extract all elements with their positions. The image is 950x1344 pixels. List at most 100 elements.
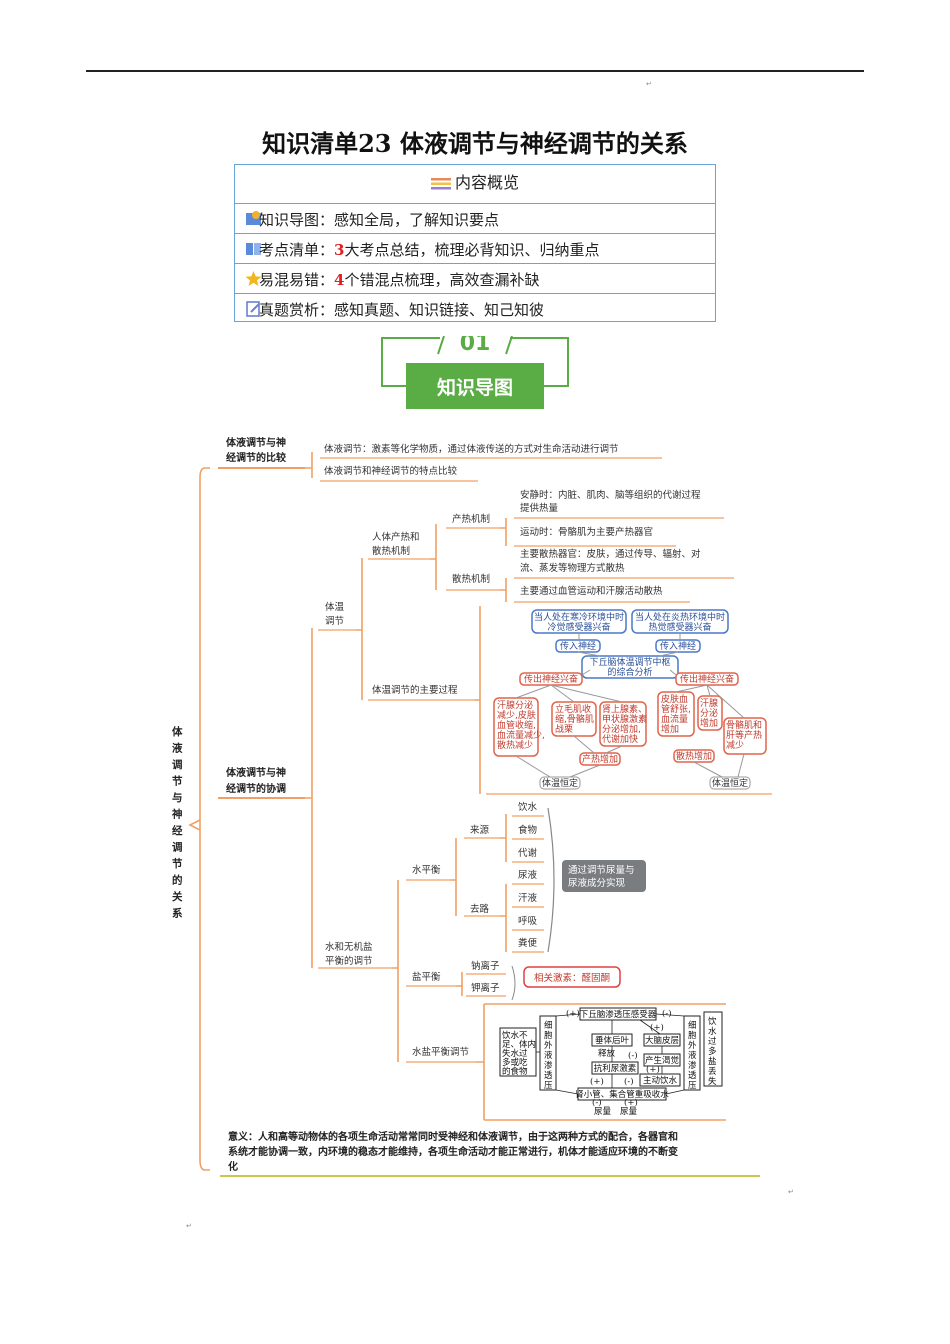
prod-label: 产热机制	[452, 513, 490, 525]
prod-item-0b: 提供热量	[520, 502, 559, 514]
svg-text:(+): (+)	[566, 1008, 580, 1019]
svg-text:大脑皮层: 大脑皮层	[645, 1035, 679, 1046]
svg-text:透: 透	[544, 1070, 553, 1081]
svg-text:传入神经: 传入神经	[660, 640, 696, 652]
svg-text:尿液成分实现: 尿液成分实现	[568, 877, 626, 889]
b2-label-2: 经调节的协调	[226, 782, 286, 795]
b1-item-1: 体液调节和神经调节的特点比较	[324, 465, 458, 477]
loss-item-0a: 主要散热器官：皮肤，通过传导、辐射、对	[520, 548, 701, 560]
prod-item-1: 运动时：骨骼肌为主要产热器官	[520, 526, 653, 538]
svg-text:增加: 增加	[661, 723, 679, 735]
pencil-icon	[246, 301, 260, 317]
svg-text:饮水不: 饮水不	[502, 1030, 528, 1041]
meaning-text: 意义：人和高等动物体的各项生命活动常常同时受神经和体液调节，由于这两种方式的配合…	[228, 1130, 678, 1173]
svg-text:(-): (-)	[662, 1008, 672, 1019]
svg-text:饮水: 饮水	[518, 801, 538, 813]
loss-item-0b: 流、蒸发等物理方式散热	[520, 562, 625, 574]
svg-text:释放: 释放	[598, 1048, 616, 1059]
svg-text:减少,皮肤: 减少,皮肤	[497, 709, 536, 721]
svg-text:粪便: 粪便	[518, 937, 538, 949]
section-label: 知识导图	[437, 376, 513, 399]
svg-text:主动饮水: 主动饮水	[643, 1075, 678, 1086]
svg-text:肾上腺素、: 肾上腺素、	[602, 703, 647, 715]
svg-text:饮: 饮	[708, 1016, 717, 1027]
loss-item-1: 主要通过血管运动和汗腺活动散热	[520, 585, 663, 597]
mind-map: 体液调节与神经调节的关系 体液调节与神 经调节的比较 体液调节：激素等化学物质，…	[172, 436, 772, 1177]
svg-text:下丘脑体温调节中枢: 下丘脑体温调节中枢	[589, 656, 670, 668]
svg-text:肝等产热: 肝等产热	[726, 729, 762, 741]
overview-header-label: 内容概览	[454, 173, 519, 192]
water-label-2: 平衡的调节	[325, 955, 373, 967]
svg-text:透: 透	[688, 1070, 697, 1081]
svg-text:冷觉感受器兴奋: 冷觉感受器兴奋	[547, 621, 610, 633]
svg-text:血管收缩,: 血管收缩,	[497, 719, 536, 731]
svg-text:液: 液	[544, 1050, 553, 1061]
svg-text:代谢: 代谢	[518, 847, 538, 859]
root-label: 体液调节与神经调节的关系	[172, 725, 183, 920]
map-icon	[246, 211, 261, 225]
svg-text:产热增加: 产热增加	[582, 753, 618, 765]
svg-text:血流量减少,: 血流量减少,	[497, 729, 545, 741]
svg-text:减少: 减少	[726, 739, 744, 751]
svg-text:尿量: 尿量	[594, 1107, 612, 1117]
svg-text:相关激素：醛固酮: 相关激素：醛固酮	[534, 972, 610, 984]
svg-text:化: 化	[228, 1160, 238, 1173]
footnote-mark: ↵	[646, 80, 652, 88]
svg-text:代谢加快: 代谢加快	[602, 733, 638, 745]
footnote-mark-3: ↵	[186, 1222, 192, 1230]
svg-text:系统才能协调一致，内环境的稳态才能维持，各项生命活动才能正常: 系统才能协调一致，内环境的稳态才能维持，各项生命活动才能正常进行，机体才能适应环…	[228, 1145, 678, 1158]
section-number: 01	[460, 336, 491, 356]
footnote-mark-2: ↵	[788, 1188, 794, 1196]
b1-label-2: 经调节的比较	[226, 451, 286, 464]
svg-text:汗液: 汗液	[518, 892, 538, 904]
svg-text:足、体内: 足、体内	[502, 1039, 536, 1050]
svg-text:(+): (+)	[650, 1022, 664, 1033]
svg-text:散热减少: 散热减少	[497, 739, 533, 751]
svg-text:尿液: 尿液	[518, 869, 538, 881]
svg-text:多: 多	[708, 1046, 717, 1057]
svg-text:细: 细	[544, 1020, 553, 1031]
svg-text:产生渴觉: 产生渴觉	[645, 1055, 680, 1066]
svg-text:胞: 胞	[688, 1030, 697, 1041]
svg-text:失水过: 失水过	[502, 1048, 528, 1059]
svg-text:(+): (+)	[590, 1076, 604, 1087]
svg-text:食物: 食物	[518, 824, 538, 836]
star-icon	[245, 271, 262, 286]
svg-text:缩,骨骼肌: 缩,骨骼肌	[555, 713, 594, 725]
svg-text:意义：人和高等动物体的各项生命活动常常同时受神经和体液调节，: 意义：人和高等动物体的各项生命活动常常同时受神经和体液调节，由于这两种方式的配合…	[228, 1130, 678, 1143]
svg-text:分泌增加,: 分泌增加,	[602, 723, 641, 735]
svg-text:尿量: 尿量	[620, 1107, 638, 1117]
svg-text:战栗: 战栗	[555, 724, 573, 735]
heat-label-1: 人体产热和	[372, 531, 420, 543]
svg-text:水: 水	[708, 1026, 717, 1037]
wb-label: 水平衡	[412, 864, 441, 876]
svg-text:体温恒定: 体温恒定	[712, 777, 748, 789]
svg-text:外: 外	[688, 1040, 697, 1051]
svg-text:(-): (-)	[592, 1097, 602, 1108]
prod-item-0a: 安静时：内脏、肌肉、脑等组织的代谢过程	[520, 489, 701, 501]
svg-text:钾离子: 钾离子	[471, 982, 500, 994]
svg-text:钠离子: 钠离子	[471, 960, 500, 972]
section-badge: 01 知识导图	[381, 336, 569, 409]
loss-label: 散热机制	[452, 573, 490, 585]
svg-text:(-): (-)	[628, 1050, 638, 1061]
temp-process-diagram: 当人处在寒冷环境中时 冷觉感受器兴奋 当人处在炎热环境中时 热觉感受器兴奋 传入…	[493, 609, 767, 790]
svg-text:传入神经: 传入神经	[560, 640, 596, 652]
book-icon	[246, 243, 261, 255]
svg-text:立毛肌收: 立毛肌收	[555, 703, 591, 715]
svg-text:压: 压	[544, 1081, 553, 1091]
temp-label-2: 调节	[325, 616, 344, 627]
svg-text:液: 液	[688, 1050, 697, 1061]
svg-text:皮肤血: 皮肤血	[661, 693, 688, 705]
svg-text:下丘脑渗透压感受器: 下丘脑渗透压感受器	[580, 1009, 657, 1020]
water-label-1: 水和无机盐	[325, 941, 373, 953]
list-icon	[430, 177, 451, 189]
svg-text:当人处在炎热环境中时: 当人处在炎热环境中时	[635, 611, 725, 623]
overview-row: 考点清单：3大考点总结，梳理必背知识、归纳重点	[235, 233, 715, 263]
overview-header: 内容概览	[235, 165, 715, 203]
svg-text:当人处在寒冷环境中时: 当人处在寒冷环境中时	[534, 611, 624, 623]
b2-label-1: 体液调节与神	[226, 766, 286, 779]
overview-row: 知识导图：感知全局，了解知识要点	[235, 203, 715, 233]
svg-text:增加: 增加	[700, 717, 718, 729]
svg-text:失: 失	[708, 1076, 717, 1087]
